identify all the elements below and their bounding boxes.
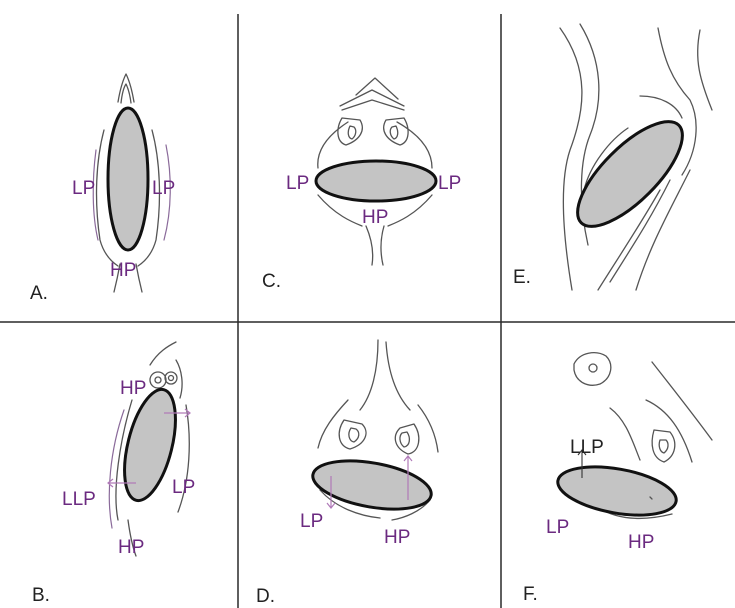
- panel-a-label-lp-left: LP: [72, 178, 95, 199]
- panel-e-letter: E.: [513, 267, 531, 288]
- panel-f-label-hp: HP: [628, 532, 654, 553]
- panel-a-label-lp-right: LP: [152, 178, 175, 199]
- panel-d-label-hp: HP: [384, 527, 410, 548]
- panel-c-label-hp: HP: [362, 207, 388, 228]
- panel-c-label-lp-right: LP: [438, 173, 461, 194]
- panel-d-letter: D.: [256, 586, 275, 607]
- panel-c-letter: C.: [262, 271, 281, 292]
- panel-d-ellipse: [309, 453, 435, 517]
- panel-b-label-lp: LP: [172, 477, 195, 498]
- panel-b-label-llp: LLP: [62, 489, 96, 510]
- panel-b-label-hp-bottom: HP: [118, 537, 144, 558]
- panel-a-letter: A.: [30, 283, 48, 304]
- panel-b: HP LLP LP HP B.: [32, 342, 195, 606]
- panel-c-label-lp-left: LP: [286, 173, 309, 194]
- panel-a-label-hp: HP: [110, 260, 136, 281]
- panel-d: LP HP D.: [256, 340, 438, 607]
- panel-f-letter: F.: [523, 584, 538, 605]
- panel-c-ellipse: [316, 161, 436, 201]
- panel-e: E.: [513, 24, 712, 290]
- panel-a: LP LP HP A.: [30, 74, 175, 304]
- panel-b-label-hp-top: HP: [120, 378, 146, 399]
- panel-f: LLP LP HP F.: [523, 353, 712, 605]
- panel-f-label-lp: LP: [546, 517, 569, 538]
- panel-c: LP LP HP C.: [262, 78, 461, 292]
- panel-b-letter: B.: [32, 585, 50, 606]
- panel-f-ellipse: [554, 459, 680, 523]
- panel-f-label-llp: LLP: [570, 437, 604, 458]
- panel-d-label-lp: LP: [300, 511, 323, 532]
- panel-a-ellipse: [108, 108, 148, 250]
